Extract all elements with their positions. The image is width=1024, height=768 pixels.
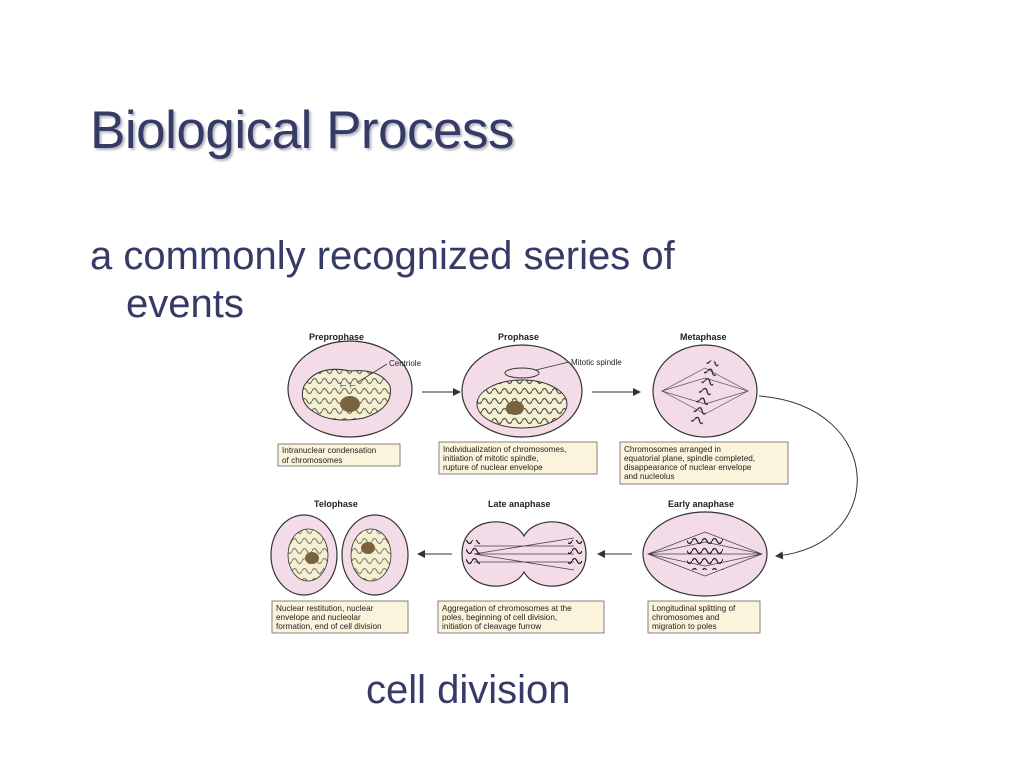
arrow-3-curved [758,395,858,560]
description-metaphase: Chromosomes arranged in equatorial plane… [619,441,789,485]
description-line: migration to poles [652,622,717,631]
stage-label: Late anaphase [488,499,551,509]
description-line: equatorial plane, spindle completed, [624,454,755,463]
diagram-caption: cell division [366,668,571,712]
description-preprophase: Intranuclear condensation of chromosomes [277,443,401,467]
stage-prophase: Prophase Mitotic spindle [461,332,622,438]
nucleolus [506,401,524,415]
description-early-anaphase: Longitudinal splitting of chromosomes an… [647,600,761,634]
description-box [438,441,598,475]
description-box [437,600,605,634]
nucleolus-right [361,542,375,554]
description-line: Intranuclear condensation [282,446,377,455]
description-line: Aggregation of chromosomes at the [442,604,572,613]
description-box [271,600,409,634]
spindle-leader [535,361,570,371]
stage-late-anaphase: Late anaphase [461,499,587,587]
bullet-text: a commonly recognized series of events [90,232,850,328]
bullet-line-1: a commonly recognized series of [90,234,675,278]
description-line: of chromosomes [282,456,343,465]
nucleolus-left [305,552,319,564]
stage-label: Prophase [498,332,539,342]
description-box [277,443,401,467]
description-line: rupture of nuclear envelope [443,463,543,472]
chromatin [302,369,391,420]
description-late-anaphase: Aggregation of chromosomes at the poles,… [437,600,605,634]
stage-label: Preprophase [309,332,364,342]
description-telophase: Nuclear restitution, nuclear envelope an… [271,600,409,634]
spindle-fibers-inner [660,377,750,405]
description-line: initiation of mitotic spindle, [443,454,539,463]
bullet-line-2: events [126,282,244,326]
description-box [619,441,789,485]
chromosomes-pole-right [568,540,582,568]
stage-metaphase: Metaphase [652,332,758,438]
slide-title: Biological Process [90,101,515,160]
stage-label: Telophase [314,499,358,509]
description-line: envelope and nucleolar [276,613,361,622]
description-box [647,600,761,634]
stage-telophase: Telophase [270,499,409,596]
description-line: poles, beginning of cell division, [442,613,557,622]
separating-chromosomes [687,538,723,570]
description-line: disappearance of nuclear envelope [624,463,752,472]
spindle [504,367,540,379]
chromosomes-plate [690,359,720,425]
description-line: Chromosomes arranged in [624,445,721,454]
centriole-leader [357,363,388,383]
description-line: and nucleolus [624,472,675,481]
description-line: chromosomes and [652,613,720,622]
chromatin-right [351,529,391,581]
nucleolus [340,396,360,412]
description-prophase: Individualization of chromosomes, initia… [438,441,598,475]
description-line: Individualization of chromosomes, [443,445,566,454]
centriole-mark: ⊢ ⊢ [340,381,356,390]
spindle-callout: Mitotic spindle [571,358,622,367]
centriole-callout: Centriole [389,359,422,368]
chromosomes-pole-left [466,540,480,568]
stage-early-anaphase: Early anaphase [642,499,768,597]
spindle-fibers [473,537,575,571]
stage-label: Metaphase [680,332,727,342]
cell-division-diagram: Preprophase ⊢ ⊢ Centriole Prophase Mitot… [270,332,858,634]
description-line: Longitudinal splitting of [652,604,736,613]
description-line: formation, end of cell division [276,622,382,631]
description-line: Nuclear restitution, nuclear [276,604,374,613]
description-line: initiation of cleavage furrow [442,622,541,631]
stage-label: Early anaphase [668,499,734,509]
stage-preprophase: Preprophase ⊢ ⊢ Centriole [287,332,422,438]
